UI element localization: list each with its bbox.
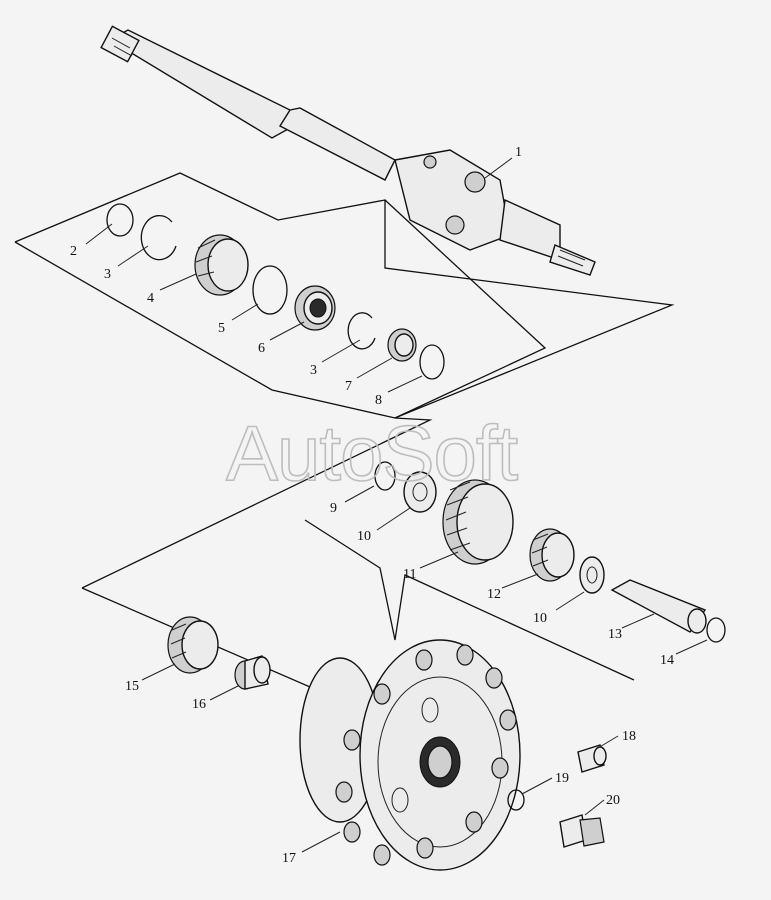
gear-part-11 (442, 479, 514, 565)
axle-shaft (100, 25, 596, 276)
o-ring-part-19 (507, 789, 525, 811)
callout-2: 2 (70, 244, 77, 259)
callout-5: 5 (218, 321, 225, 336)
callout-14: 14 (660, 653, 674, 668)
callout-17: 17 (282, 851, 296, 866)
circlip-part-3-second (347, 312, 376, 350)
callout-10-second: 10 (533, 611, 547, 626)
bolt-part-20 (559, 814, 605, 848)
seal-part-7 (387, 328, 417, 362)
callout-3-second: 3 (310, 363, 317, 378)
callout-15: 15 (125, 679, 139, 694)
callout-4: 4 (147, 291, 154, 306)
pin-part-13 (610, 579, 707, 634)
callout-16: 16 (192, 697, 206, 712)
callout-labels: 1 2 3 4 5 6 3 7 8 9 10 11 12 10 13 14 15… (70, 145, 674, 866)
ring-part-8 (419, 344, 445, 380)
callout-1: 1 (515, 145, 522, 160)
callout-13: 13 (608, 627, 622, 642)
bearing-cup-part-4 (194, 234, 249, 296)
callout-20: 20 (606, 793, 620, 808)
ring-part-14 (706, 617, 726, 643)
washer-part-10-second (579, 556, 605, 594)
gear-part-15 (167, 616, 219, 674)
ring-part-5 (252, 265, 288, 315)
bushing-part-16 (234, 655, 271, 690)
snap-ring-part-2 (106, 203, 134, 237)
gear-part-12 (529, 528, 575, 582)
housing-part-17 (299, 639, 521, 871)
callout-8: 8 (375, 393, 382, 408)
callout-10: 10 (357, 529, 371, 544)
bolt-part-18 (577, 744, 607, 773)
snap-ring-part-9 (374, 461, 396, 491)
callout-11: 11 (403, 567, 416, 582)
callout-18: 18 (622, 729, 636, 744)
watermark-text: AutoSoft (226, 409, 519, 497)
callout-19: 19 (555, 771, 569, 786)
callout-12: 12 (487, 587, 501, 602)
leader-lines (85, 157, 708, 853)
callout-9: 9 (330, 501, 337, 516)
washer-part-10 (403, 471, 437, 513)
group-outlines (14, 172, 675, 701)
ball-bearing-part-6 (294, 285, 336, 331)
callout-3: 3 (104, 267, 111, 282)
callout-7: 7 (345, 379, 352, 394)
circlip-part-3 (140, 215, 177, 261)
callout-6: 6 (258, 341, 265, 356)
